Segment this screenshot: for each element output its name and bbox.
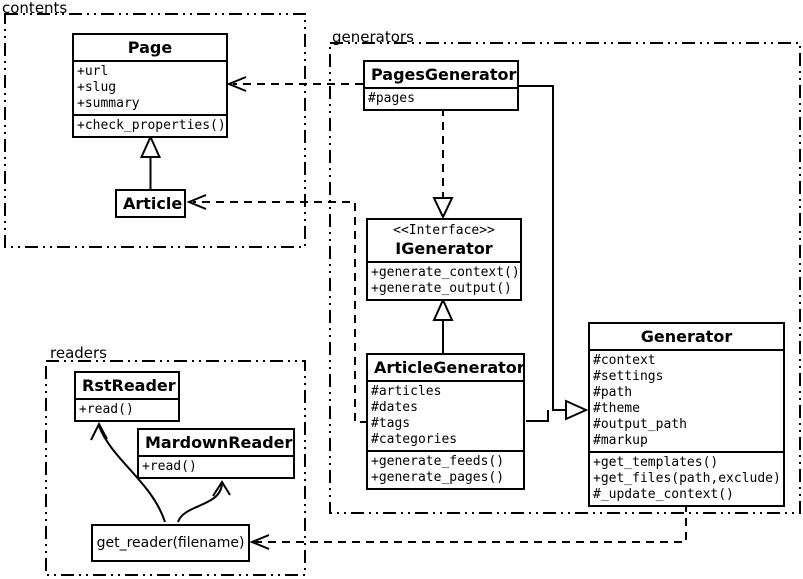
class-attribute: #theme bbox=[593, 401, 640, 416]
class-methods-mardownreader: +read() bbox=[139, 457, 293, 477]
edge-articlegenerator-extends-igenerator bbox=[432, 297, 454, 355]
edge-generator-depends-getreader bbox=[249, 504, 687, 550]
edge-generators-extend-generator bbox=[519, 85, 589, 422]
class-method: +generate_context() bbox=[371, 265, 520, 280]
edge-getreader-to-rstreader bbox=[90, 421, 166, 523]
class-header-igenerator: <<Interface>> IGenerator bbox=[368, 220, 520, 263]
class-method: #_update_context() bbox=[593, 487, 734, 502]
class-method: +generate_output() bbox=[371, 281, 512, 296]
package-label-generators: generators bbox=[332, 28, 414, 46]
edge-pagesgenerator-depends-page bbox=[226, 76, 363, 92]
class-methods-rstreader: +read() bbox=[76, 400, 178, 420]
package-label-contents: contents bbox=[2, 0, 68, 17]
class-box-mardownreader: MardownReader +read() bbox=[137, 428, 295, 479]
class-methods-page: +check_properties() bbox=[74, 116, 226, 136]
class-title-generator: Generator bbox=[590, 324, 783, 351]
class-attribute: #categories bbox=[371, 432, 458, 447]
class-attribute: #path bbox=[593, 385, 633, 400]
class-method: +check_properties() bbox=[77, 118, 226, 133]
class-attribute: #settings bbox=[593, 369, 664, 384]
function-box-label: get_reader(filename) bbox=[96, 535, 245, 551]
class-title-articlegenerator: ArticleGenerator bbox=[368, 355, 525, 382]
class-method: +get_templates() bbox=[593, 455, 719, 470]
class-methods-articlegenerator: +generate_feeds() +generate_pages() bbox=[368, 452, 523, 488]
class-box-generator: Generator #context #settings #path #them… bbox=[588, 322, 785, 507]
edge-articlegenerator-depends-article bbox=[186, 194, 368, 423]
class-attribute: #pages bbox=[368, 91, 415, 106]
class-attribute: #output_path bbox=[593, 417, 687, 432]
class-method: +get_files(path,exclude) bbox=[593, 471, 781, 486]
edge-pagesgenerator-realizes-igenerator bbox=[432, 108, 454, 220]
package-border-readers bbox=[45, 360, 306, 576]
class-method: +generate_feeds() bbox=[371, 454, 505, 469]
package-border-generators bbox=[329, 42, 801, 514]
class-title-pagesgenerator: PagesGenerator bbox=[365, 62, 517, 89]
class-methods-generator: +get_templates() +get_files(path,exclude… bbox=[590, 453, 783, 505]
class-title-rstreader: RstReader bbox=[76, 373, 178, 400]
class-attribute: #dates bbox=[371, 400, 418, 415]
class-box-rstreader: RstReader +read() bbox=[74, 371, 180, 422]
class-method: +generate_pages() bbox=[371, 470, 505, 485]
class-attribute: +summary bbox=[77, 96, 140, 111]
class-method: +read() bbox=[79, 402, 134, 417]
edge-getreader-to-mardownreader bbox=[177, 480, 231, 523]
package-border-contents bbox=[4, 13, 306, 248]
class-stereotype-igenerator: <<Interface>> bbox=[393, 223, 495, 238]
class-attributes-generator: #context #settings #path #theme #output_… bbox=[590, 351, 783, 453]
class-attribute: #articles bbox=[371, 384, 442, 399]
class-title-page: Page bbox=[74, 35, 226, 62]
class-box-igenerator: <<Interface>> IGenerator +generate_conte… bbox=[366, 218, 522, 301]
function-box-get-reader: get_reader(filename) bbox=[91, 524, 250, 562]
class-attributes-articlegenerator: #articles #dates #tags #categories bbox=[368, 382, 523, 452]
class-attributes-pagesgenerator: #pages bbox=[365, 89, 517, 109]
class-attribute: +slug bbox=[77, 80, 117, 95]
class-title-article: Article bbox=[123, 194, 183, 213]
class-box-page: Page +url +slug +summary +check_properti… bbox=[72, 33, 228, 138]
class-attribute: #context bbox=[593, 353, 656, 368]
class-attribute: #markup bbox=[593, 433, 648, 448]
class-title-mardownreader: MardownReader bbox=[139, 430, 293, 457]
class-method: +read() bbox=[142, 459, 197, 474]
class-attribute: #tags bbox=[371, 416, 411, 431]
edge-article-extends-page bbox=[139, 134, 162, 190]
package-label-readers: readers bbox=[50, 344, 107, 362]
class-attributes-page: +url +slug +summary bbox=[74, 62, 226, 116]
class-box-pagesgenerator: PagesGenerator #pages bbox=[363, 60, 519, 111]
class-attribute: +url bbox=[77, 64, 109, 79]
class-box-articlegenerator: ArticleGenerator #articles #dates #tags … bbox=[366, 353, 525, 490]
class-methods-igenerator: +generate_context() +generate_output() bbox=[368, 263, 520, 299]
class-title-igenerator: IGenerator bbox=[395, 239, 493, 258]
class-box-article: Article bbox=[115, 189, 186, 218]
